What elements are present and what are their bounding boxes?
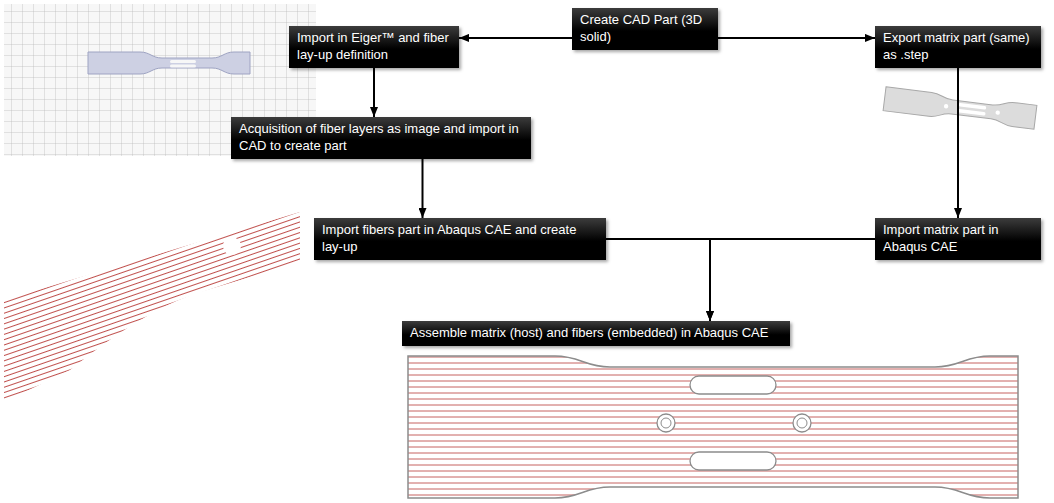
assembled-specimen-illustration xyxy=(408,356,1018,498)
flow-arrow xyxy=(422,159,424,218)
flow-arrow xyxy=(718,37,875,39)
box-text: Create CAD Part (3D solid) xyxy=(580,12,710,46)
flow-arrow xyxy=(710,239,875,321)
fibers-part-illustration xyxy=(4,212,300,402)
process-box: Export matrix part (same) as .step xyxy=(875,26,1041,68)
box-text: Acquisition of fiber layers as image and… xyxy=(239,121,523,155)
flow-arrow xyxy=(957,68,959,218)
process-box: Import matrix part in Abaqus CAE xyxy=(875,218,1041,260)
process-box: Import fibers part in Abaqus CAE and cre… xyxy=(314,218,606,260)
process-box: Create CAD Part (3D solid) xyxy=(572,8,718,50)
process-box: Import in Eiger™ and fiber lay-up defini… xyxy=(289,26,459,68)
flow-arrow xyxy=(606,239,710,321)
box-text: Export matrix part (same) as .step xyxy=(883,30,1033,64)
box-text: Import fibers part in Abaqus CAE and cre… xyxy=(322,222,598,256)
box-text: Import in Eiger™ and fiber lay-up defini… xyxy=(297,30,451,64)
process-box: Assemble matrix (host) and fibers (embed… xyxy=(402,321,790,346)
flow-arrow xyxy=(373,68,375,117)
flow-arrow xyxy=(459,37,572,39)
box-text: Import matrix part in Abaqus CAE xyxy=(883,222,1033,256)
box-text: Assemble matrix (host) and fibers (embed… xyxy=(410,325,782,342)
process-box: Acquisition of fiber layers as image and… xyxy=(231,117,531,159)
matrix-part-illustration xyxy=(883,87,1037,129)
